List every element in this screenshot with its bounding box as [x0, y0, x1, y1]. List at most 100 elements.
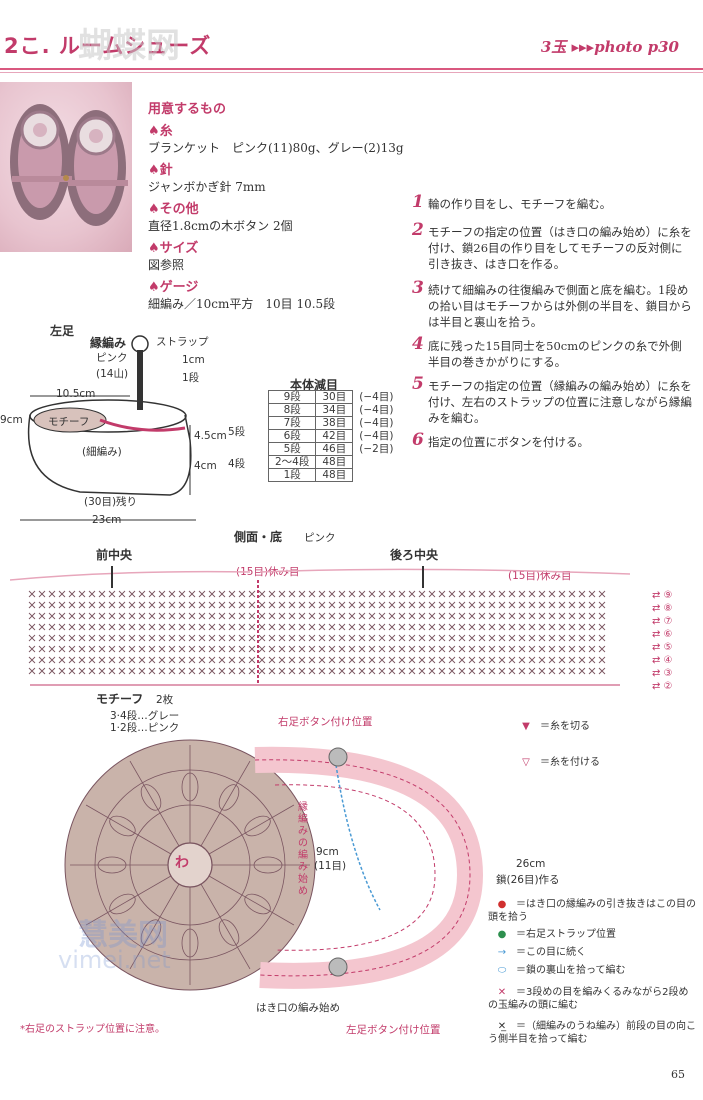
watermark-top: 蝴蝶网: [78, 26, 180, 66]
step-number: 4: [412, 334, 424, 354]
slipper-side-diagram: [20, 335, 196, 521]
legend-item-3: → ＝この目に続く: [488, 946, 698, 959]
step-text: モチーフの指定の位置（縁編みの編み始め）に糸を付け、左右のストラップの位置に注意…: [428, 379, 692, 425]
materials-heading: 用意するもの: [148, 102, 227, 117]
one-cm-label: 1cm: [182, 354, 205, 366]
yarn-label: ♠糸: [148, 124, 173, 139]
legend-text: ＝糸を付ける: [540, 757, 600, 768]
step-text: 底に残った15目同士を50cmのピンクの糸で外側半目の巻きかがりにする。: [428, 339, 682, 369]
arrow-right-icon: →: [497, 947, 507, 958]
page-header: 2こ. ルームシューズ 蝴蝶网 3玉 ▸▸▸photo p30: [0, 0, 703, 70]
legend-cut: ▼＝糸を切る: [512, 720, 703, 733]
front-center-label: 前中央: [96, 548, 133, 562]
step-number: 1: [412, 192, 424, 212]
edging-count: (14山): [96, 368, 129, 380]
cross-stitch-icon: ✕: [497, 987, 507, 998]
step-number: 3: [412, 278, 424, 298]
legend-attach: ▽ ＝糸を付ける: [512, 756, 703, 769]
row-number-column: ⇄ ⑨⇄ ⑧⇄ ⑦⇄ ⑥⇄ ⑤⇄ ④⇄ ③⇄ ②: [652, 590, 673, 694]
yarn-value: ブランケット ピンク(11)80g、グレー(2)13g: [148, 141, 404, 155]
legend-text: ＝はき口の縁編みの引き抜きはこの目の頭を拾う: [488, 899, 696, 923]
decrease-cell: [353, 469, 400, 482]
strap-stitches-label: (11目): [314, 860, 347, 872]
edging-start-label: 縁編みの編み始め: [298, 802, 308, 897]
legend-text: ＝この目に続く: [516, 947, 586, 958]
decrease-cell: (−4目): [359, 391, 394, 403]
red-dot-icon: ●: [497, 899, 507, 910]
motif-chart: [64, 739, 484, 991]
edging-color: ピンク: [96, 352, 128, 364]
total-length-label: 23cm: [92, 514, 122, 526]
decrease-cell: 46目: [315, 442, 354, 456]
chain-stitches-label: 鎖(26目)作る: [496, 874, 560, 886]
decrease-cell: (−4目): [359, 417, 394, 429]
legend-text: ＝3段めの目を編みくるみながら2段めの玉編みの頭に編む: [488, 987, 689, 1011]
size-label: ♠サイズ: [148, 241, 199, 256]
slipper-photo: [0, 82, 132, 252]
decrease-cell: 30目: [315, 390, 354, 404]
motif-count: 2枚: [156, 694, 174, 706]
decrease-cell: 34目: [315, 403, 354, 417]
motif-title: モチーフ: [96, 692, 144, 706]
nine-cm-label: 9cm: [0, 414, 23, 426]
page-title: 2こ. ルームシューズ: [4, 34, 212, 58]
legend-item-5: ✕＝3段めの目を編みくるみながら2段めの玉編みの頭に編む: [488, 986, 698, 1012]
row-mark: ⇄ ⑥: [652, 629, 673, 640]
row-mark: ⇄ ④: [652, 655, 673, 666]
height-2-label: 4cm: [194, 460, 217, 472]
step-2: 2 モチーフの指定の位置（はき口の編み始め）に糸を付け、鎖26目の作り目をしてモ…: [412, 222, 692, 272]
side-bottom-title: 側面・底: [234, 530, 283, 544]
motif-rows-grey: 3·4段…グレー: [110, 710, 180, 722]
row-mark: ⇄ ⑤: [652, 642, 673, 653]
decrease-cell: 42目: [315, 429, 354, 443]
header-divider-thin: [0, 72, 703, 73]
back-center-label: 後ろ中央: [390, 548, 439, 562]
step-4: 4 底に残った15目同士を50cmのピンクの糸で外側半目の巻きかがりにする。: [412, 334, 692, 370]
stitch-chart-side-bottom: [10, 566, 630, 686]
decrease-cell: 48目: [315, 455, 354, 469]
decrease-cell: 8段: [267, 403, 317, 417]
row-mark: ⇄ ③: [652, 668, 673, 679]
gauge-label: ♠ゲージ: [148, 280, 199, 295]
decrease-cell: 5段: [267, 442, 317, 456]
legend-text: ＝右足ストラップ位置: [516, 929, 616, 940]
row-mark: ⇄ ⑦: [652, 616, 673, 627]
size-value: 図参照: [148, 258, 185, 272]
left-button-label: 左足ボタン付け位置: [346, 1024, 441, 1036]
step-text: 続けて細編みの往復編みで側面と底を編む。1段めの拾い目はモチーフからは外側の半目…: [428, 283, 692, 329]
step-1: 1 輪の作り目をし、モチーフを編む。: [412, 192, 692, 212]
green-dot-icon: ●: [497, 929, 507, 940]
decrease-cell: 38目: [315, 416, 354, 430]
step-number: 6: [412, 430, 424, 450]
step-number: 5: [412, 374, 424, 394]
row-mark: ⇄ ②: [652, 681, 673, 692]
header-divider: [0, 68, 703, 70]
one-row-label: 1段: [182, 372, 200, 384]
legend-item-4: ⬭＝鎖の裏山を拾って編む: [488, 964, 698, 977]
step-3: 3 続けて細編みの往復編みで側面と底を編む。1段めの拾い目はモチーフからは外側の…: [412, 278, 692, 330]
sc-label: (細編み): [82, 446, 122, 458]
decrease-cell: 48目: [315, 468, 354, 482]
other-label: ♠その他: [148, 202, 199, 217]
triangle-outline-icon: ▽: [522, 757, 530, 768]
opening-start-label: はき口の編み始め: [256, 1002, 340, 1014]
needle-label: ♠針: [148, 163, 173, 178]
photo-reference: 3玉 ▸▸▸photo p30: [540, 38, 679, 56]
materials-block: 用意するもの ♠糸 ブランケット ピンク(11)80g、グレー(2)13g ♠針…: [148, 98, 404, 312]
decrease-cell: 7段: [267, 416, 317, 430]
slipper-illustration: [10, 104, 128, 226]
decrease-cell: 1段: [267, 468, 317, 482]
rows-2-label: 4段: [228, 458, 246, 470]
motif-rows-pink: 1·2段…ピンク: [110, 722, 180, 734]
other-value: 直径1.8cmの木ボタン 2個: [148, 219, 293, 233]
watermark-url: vimei.net: [58, 946, 171, 974]
decrease-cell: 9段: [267, 390, 317, 404]
strap-label: ストラップ: [156, 336, 209, 348]
ring-label: わ: [175, 855, 189, 871]
